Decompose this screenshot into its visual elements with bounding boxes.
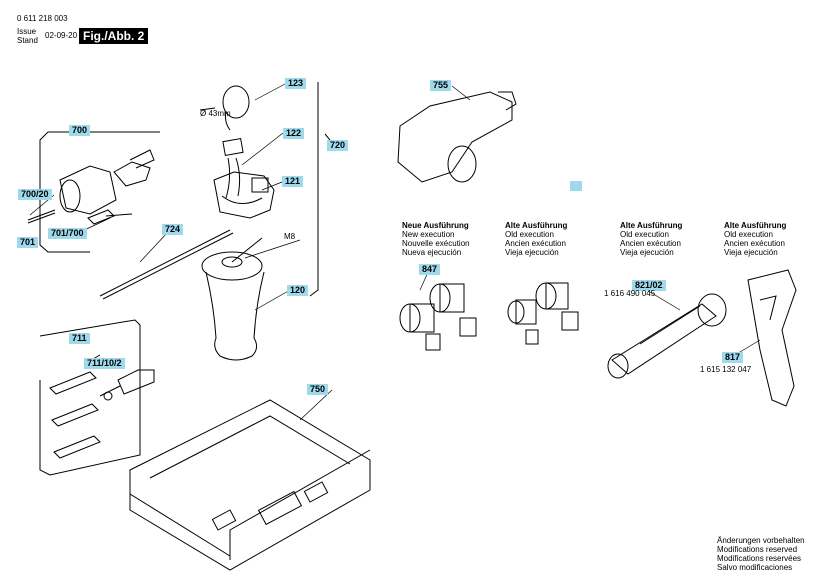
column-2-line-1: Alte Ausführung (505, 221, 568, 230)
column-1-line-1: Neue Ausführung (402, 221, 469, 230)
handle-holder (213, 171, 275, 219)
doc-number: 0 611 218 003 (17, 14, 68, 23)
callout-821-02: 821/02 (632, 280, 666, 291)
column-2-line-3: Ancien exécution (505, 239, 566, 248)
column-3-line-1: Alte Ausführung (620, 221, 683, 230)
part-number-817: 1 615 132 047 (700, 365, 752, 374)
figure-label: Fig./Abb. 2 (79, 28, 149, 44)
chuck-screw (27, 209, 56, 224)
column-header-old-2: Alte Ausführung Old execution Ancien exé… (620, 221, 682, 257)
handle-housing (747, 269, 797, 407)
callout-701: 701 (17, 237, 39, 248)
note-en: Modifications reserved (717, 545, 798, 554)
issue-date: 02-09-20 (45, 31, 78, 40)
drive-shaft (607, 293, 727, 379)
column-3-line-2: Old execution (620, 230, 669, 239)
column-1-line-4: Nueva ejecución (402, 248, 462, 257)
part-number-821-02: 1 616 490 045 (604, 289, 656, 298)
column-header-old-1: Alte Ausführung Old execution Ancien exé… (505, 221, 567, 257)
carrying-case (129, 399, 371, 571)
callout-755: 755 (430, 80, 452, 91)
brush-holder-new (399, 283, 477, 351)
callout-847: 847 (419, 264, 441, 275)
column-4-line-4: Vieja ejecución (724, 248, 778, 257)
issue-label: Issue (17, 27, 37, 36)
callout-711: 711 (69, 333, 90, 344)
column-3-line-4: Vieja ejecución (620, 248, 674, 257)
column-4-line-2: Old execution (724, 230, 773, 239)
note-fr: Modifications reservées (717, 554, 802, 563)
brush-holder-old (507, 282, 579, 345)
callout-720: 720 (327, 140, 349, 151)
callout-120: 120 (287, 285, 309, 296)
note-de: Änderungen vorbehalten (717, 536, 805, 545)
callout-724: 724 (162, 224, 184, 235)
chuck-key (87, 209, 133, 225)
marker-square (570, 181, 582, 191)
callout-121: 121 (282, 176, 304, 187)
modification-notes: Änderungen vorbehalten Modifications res… (717, 536, 805, 572)
column-4-line-1: Alte Ausführung (724, 221, 787, 230)
diameter-label: Ø 43mm (200, 109, 231, 118)
column-2-line-4: Vieja ejecución (505, 248, 559, 257)
callout-123: 123 (285, 78, 307, 89)
depth-rod (99, 229, 234, 300)
callout-122: 122 (283, 128, 305, 139)
column-3-line-3: Ancien exécution (620, 239, 681, 248)
column-2-line-2: Old execution (505, 230, 554, 239)
column-4-line-3: Ancien exécution (724, 239, 785, 248)
drill-chuck (59, 149, 155, 215)
callout-701-700: 701/700 (48, 228, 87, 239)
thread-label: M8 (284, 232, 296, 241)
callout-750: 750 (307, 384, 329, 395)
column-header-old-3: Alte Ausführung Old execution Ancien exé… (724, 221, 786, 257)
callout-700: 700 (69, 125, 91, 136)
note-es: Salvo modificaciones (717, 563, 793, 572)
auxiliary-handle (201, 237, 265, 361)
column-1-line-2: New execution (402, 230, 455, 239)
clamp-strap (222, 137, 244, 199)
screwdriver-bits (49, 369, 155, 459)
callout-711-10-2: 711/10/2 (84, 358, 125, 369)
callout-817: 817 (722, 352, 744, 363)
column-header-new: Neue Ausführung New execution Nouvelle e… (402, 221, 470, 257)
column-1-line-3: Nouvelle exécution (402, 239, 470, 248)
depth-stop-ring (199, 85, 250, 131)
stand-label: Stand (17, 36, 38, 45)
callout-700-20: 700/20 (18, 189, 52, 200)
angle-attachment (397, 91, 517, 183)
